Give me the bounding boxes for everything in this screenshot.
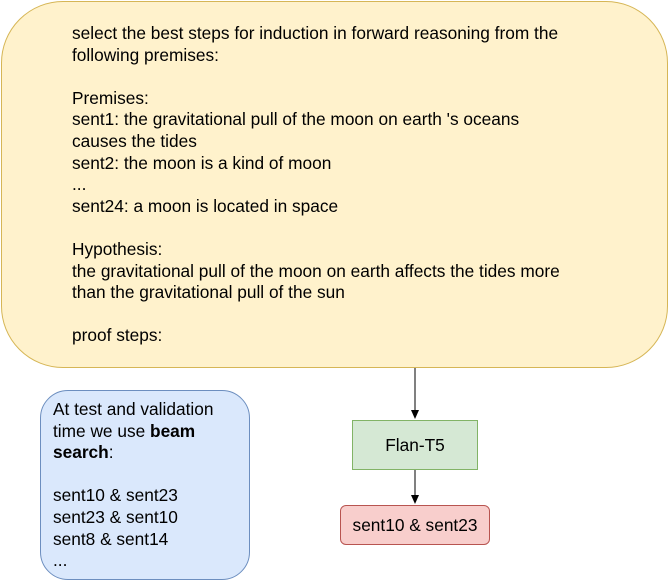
beam-search-note-box: At test and validation time we use beam … xyxy=(40,390,250,580)
note-text: At test and validation time we use beam … xyxy=(53,399,243,572)
note-bold-text: beam xyxy=(150,420,196,441)
premise-line: ... xyxy=(72,174,87,195)
prompt-box xyxy=(1,1,668,368)
note-line: time we use beam xyxy=(53,421,243,443)
premise-line: causes the tides xyxy=(72,130,197,151)
premise-line: sent2: the moon is a kind of moon xyxy=(72,152,332,173)
premises-heading: Premises: xyxy=(72,87,149,108)
candidate-line: ... xyxy=(53,550,68,571)
model-label: Flan-T5 xyxy=(385,434,445,455)
note-line: At test and validation xyxy=(53,399,214,419)
candidate-line: sent8 & sent14 xyxy=(53,528,169,549)
instruction-line: following premises: xyxy=(72,44,219,65)
hypothesis-line: the gravitational pull of the moon on ea… xyxy=(72,260,560,281)
output-box: sent10 & sent23 xyxy=(340,505,490,545)
model-box: Flan-T5 xyxy=(352,420,478,470)
candidate-line: sent23 & sent10 xyxy=(53,506,178,527)
note-text-span: time we use xyxy=(53,420,151,441)
prompt-text: select the best steps for induction in f… xyxy=(72,23,612,347)
hypothesis-heading: Hypothesis: xyxy=(72,238,163,259)
proof-steps-label: proof steps: xyxy=(72,325,163,346)
note-text-span: : xyxy=(108,442,114,463)
note-bold-text: search xyxy=(53,442,109,463)
note-line: search: xyxy=(53,442,243,464)
output-label: sent10 & sent23 xyxy=(352,514,478,535)
premise-line: sent24: a moon is located in space xyxy=(72,195,339,216)
hypothesis-line: than the gravitational pull of the sun xyxy=(72,282,345,303)
premise-line: sent1: the gravitational pull of the moo… xyxy=(72,109,520,130)
candidate-line: sent10 & sent23 xyxy=(53,485,178,506)
instruction-line: select the best steps for induction in f… xyxy=(72,23,559,43)
